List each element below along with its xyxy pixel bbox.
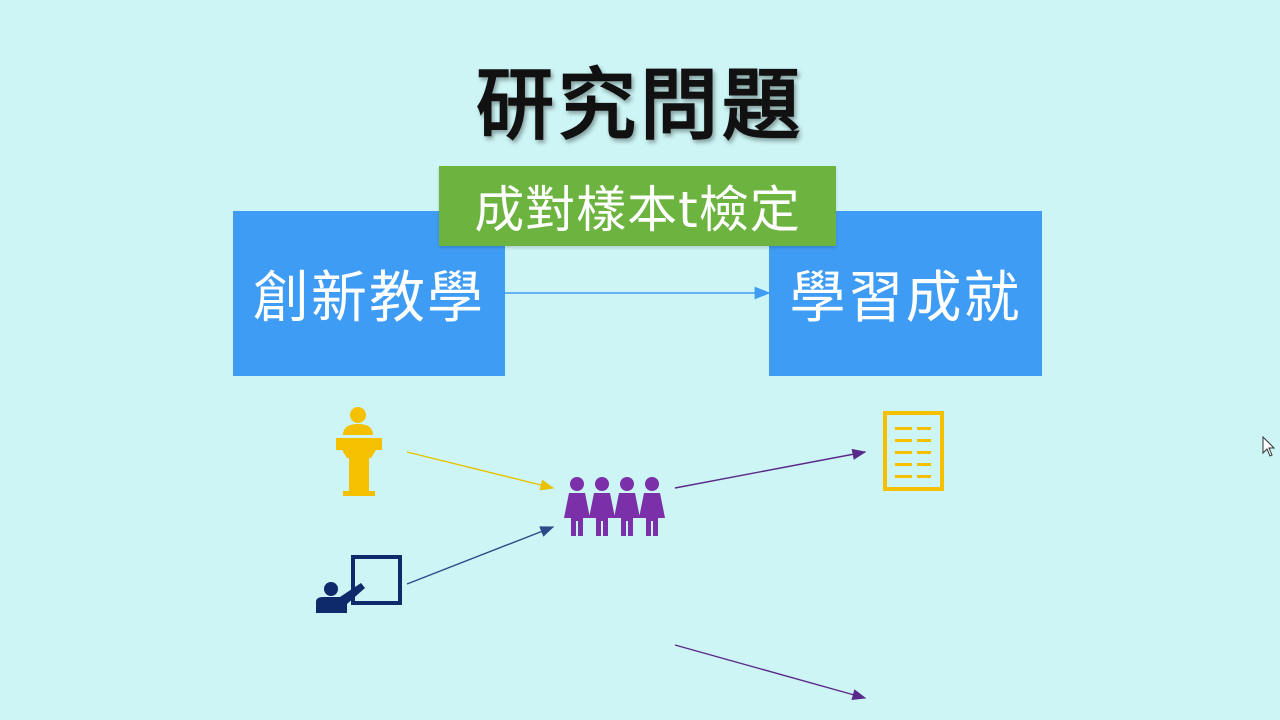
document-checklist-icon <box>883 411 944 491</box>
student-group-icon <box>564 477 665 536</box>
students-to-document-arrow <box>674 448 867 489</box>
lower-arrow <box>674 644 867 701</box>
learning-achievement-label: 學習成就 <box>789 266 1022 331</box>
podium-to-students-arrow <box>406 451 555 491</box>
innovative-teaching-label: 創新教學 <box>253 266 485 331</box>
slide-title: 研究問題 <box>475 61 804 151</box>
learning-achievement-box: 學習成就 <box>769 211 1042 376</box>
presentation-board-icon <box>316 555 402 613</box>
speaker-podium-icon <box>336 407 382 496</box>
paired-t-test-label: 成對樣本t檢定 <box>439 166 836 246</box>
mouse-cursor-icon <box>1262 436 1276 457</box>
paired-t-test-text: 成對樣本t檢定 <box>474 181 801 239</box>
presenter-to-students-arrow <box>406 526 555 585</box>
